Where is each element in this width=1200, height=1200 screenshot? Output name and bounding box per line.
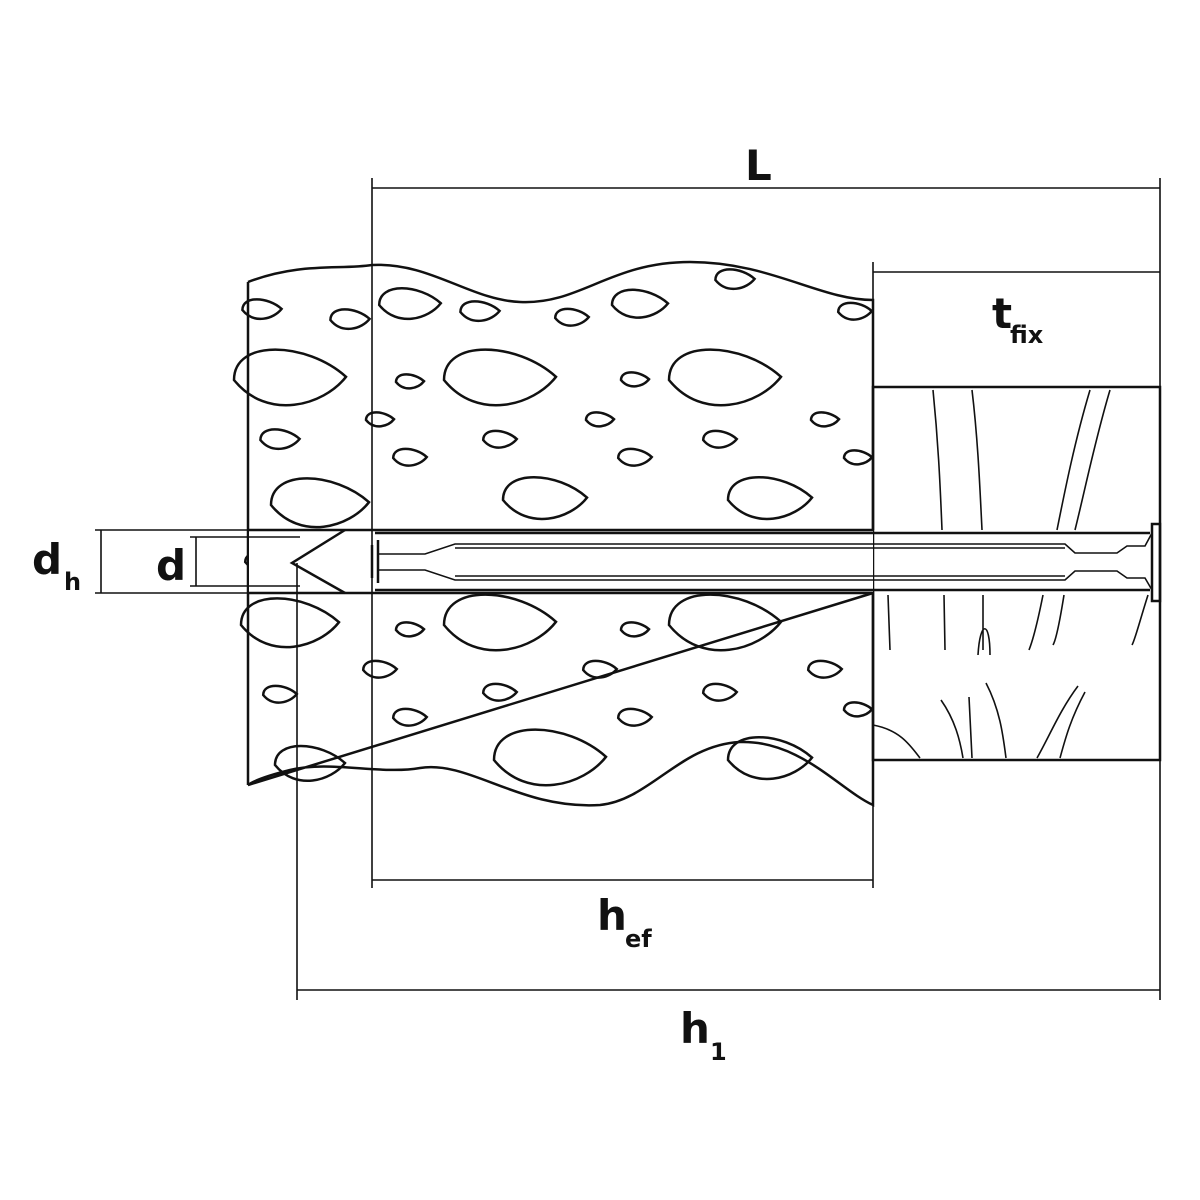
label-L: L xyxy=(745,141,772,190)
aggregate-stone xyxy=(361,659,399,679)
label-t-fix-main: t xyxy=(992,289,1012,338)
label-d: d xyxy=(156,541,186,590)
aggregate-stone xyxy=(667,593,783,652)
aggregate-stone xyxy=(581,659,619,679)
aggregate-stone xyxy=(619,371,651,388)
label-h-1: h 1 xyxy=(680,1004,727,1066)
aggregate-stone xyxy=(273,744,347,782)
aggregate-stone xyxy=(377,287,443,321)
aggregate-stone xyxy=(842,449,874,466)
label-h-ef-main: h xyxy=(597,891,627,940)
aggregate-stone xyxy=(364,411,396,428)
label-t-fix: t fix xyxy=(992,289,1044,349)
aggregate-stone xyxy=(391,447,429,467)
aggregate-stone xyxy=(616,447,654,467)
aggregate-stone xyxy=(701,682,739,702)
aggregate-stone xyxy=(261,684,299,704)
aggregate-stone xyxy=(481,429,519,449)
label-d-h-sub: h xyxy=(64,568,81,596)
aggregate-stone xyxy=(442,593,558,652)
aggregate-stone xyxy=(619,621,651,638)
aggregate-stone xyxy=(726,735,814,781)
drill-hole xyxy=(248,528,873,595)
aggregate-stone xyxy=(394,621,426,638)
aggregate-stone xyxy=(584,411,616,428)
aggregate-stone xyxy=(701,429,739,449)
aggregate-stone xyxy=(492,728,608,787)
aggregate-stone xyxy=(481,682,519,702)
label-h-ef-sub: ef xyxy=(625,925,652,953)
aggregate-stone xyxy=(726,475,814,521)
aggregate-stones xyxy=(232,268,874,787)
label-h-1-main: h xyxy=(680,1004,710,1053)
aggregate-stone xyxy=(610,288,670,319)
fixture xyxy=(871,385,1162,762)
aggregate-stone xyxy=(501,475,589,521)
aggregate-stone xyxy=(394,373,426,390)
aggregate-stone xyxy=(241,298,284,320)
aggregate-stone xyxy=(259,428,302,450)
aggregate-stone xyxy=(667,348,783,407)
concrete-base xyxy=(246,260,875,807)
aggregate-stone xyxy=(836,301,874,321)
label-d-h-main: d xyxy=(32,535,62,584)
aggregate-stone xyxy=(806,659,844,679)
aggregate-stone xyxy=(232,348,348,407)
dimension-lines xyxy=(95,178,1161,1000)
aggregate-stone xyxy=(553,307,591,327)
aggregate-stone xyxy=(459,300,502,322)
anchor xyxy=(370,522,1162,603)
aggregate-stone xyxy=(269,477,371,529)
label-t-fix-sub: fix xyxy=(1010,321,1044,349)
aggregate-stone xyxy=(329,308,372,330)
aggregate-stone xyxy=(442,348,558,407)
label-h-ef: h ef xyxy=(597,891,652,953)
aggregate-stone xyxy=(391,707,429,727)
aggregate-stone xyxy=(842,701,874,718)
label-h-1-sub: 1 xyxy=(710,1038,727,1066)
aggregate-stone xyxy=(809,411,841,428)
aggregate-stone xyxy=(616,707,654,727)
label-d-h: d h xyxy=(32,535,81,596)
aggregate-stone xyxy=(714,268,757,290)
aggregate-stone xyxy=(239,597,341,649)
